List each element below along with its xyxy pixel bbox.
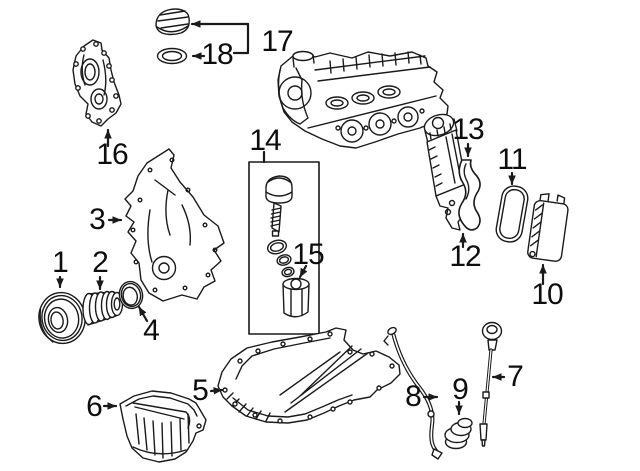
callout-10[interactable]: 10 xyxy=(531,278,563,311)
callout-17[interactable]: 17 xyxy=(261,25,293,58)
dipstick-tube-drawing xyxy=(383,326,443,460)
crankshaft-pulley-drawing xyxy=(38,291,86,345)
oil-level-dipstick-drawing xyxy=(479,321,503,447)
callout-18[interactable]: 18 xyxy=(201,38,233,71)
oil-filler-cap-drawing xyxy=(155,8,190,36)
engine-oil-cooler-drawing xyxy=(527,193,569,262)
callout-5[interactable]: 5 xyxy=(192,374,209,407)
cylinder-head-drawing xyxy=(277,50,449,149)
oil-filter-housing-drawing xyxy=(423,113,471,231)
callout-1[interactable]: 1 xyxy=(52,246,69,279)
oil-filter-element-drawing xyxy=(282,277,310,318)
oil-filter-cap-drawing xyxy=(265,175,293,237)
callout-14[interactable]: 14 xyxy=(249,124,281,157)
crankshaft-damper-hub-drawing xyxy=(82,290,124,326)
callout-13[interactable]: 13 xyxy=(452,113,484,146)
lower-oil-pan-drawing xyxy=(119,390,207,463)
oil-cooler-seal-drawing xyxy=(495,185,529,243)
upper-oil-pan-drawing xyxy=(217,327,401,424)
callout-2[interactable]: 2 xyxy=(92,246,109,279)
front-cover-plate-drawing xyxy=(72,39,122,127)
callout-3[interactable]: 3 xyxy=(89,203,106,236)
leader-lines xyxy=(56,20,547,416)
timing-cover-drawing xyxy=(124,148,225,302)
leader-4 xyxy=(137,305,149,323)
dipstick-tube-seal-drawing xyxy=(444,417,473,450)
callout-9[interactable]: 9 xyxy=(452,373,469,406)
callout-11[interactable]: 11 xyxy=(497,143,527,176)
callout-8[interactable]: 8 xyxy=(405,380,422,413)
callout-15[interactable]: 15 xyxy=(292,238,324,271)
leader-15 xyxy=(298,264,308,279)
callout-6[interactable]: 6 xyxy=(86,390,103,423)
callout-12[interactable]: 12 xyxy=(449,240,481,273)
filter-housing-gasket-drawing xyxy=(458,159,481,231)
callout-7[interactable]: 7 xyxy=(507,360,524,393)
leader-5 xyxy=(209,386,224,395)
filler-cap-seal-drawing xyxy=(156,47,188,65)
leader-17-bracket xyxy=(232,22,250,55)
o-ring-set-drawing xyxy=(266,239,295,278)
callout-16[interactable]: 16 xyxy=(96,138,128,171)
crankshaft-front-seal-drawing xyxy=(118,280,144,310)
oil-filter-kit-box xyxy=(248,161,320,335)
callout-4[interactable]: 4 xyxy=(143,314,160,347)
